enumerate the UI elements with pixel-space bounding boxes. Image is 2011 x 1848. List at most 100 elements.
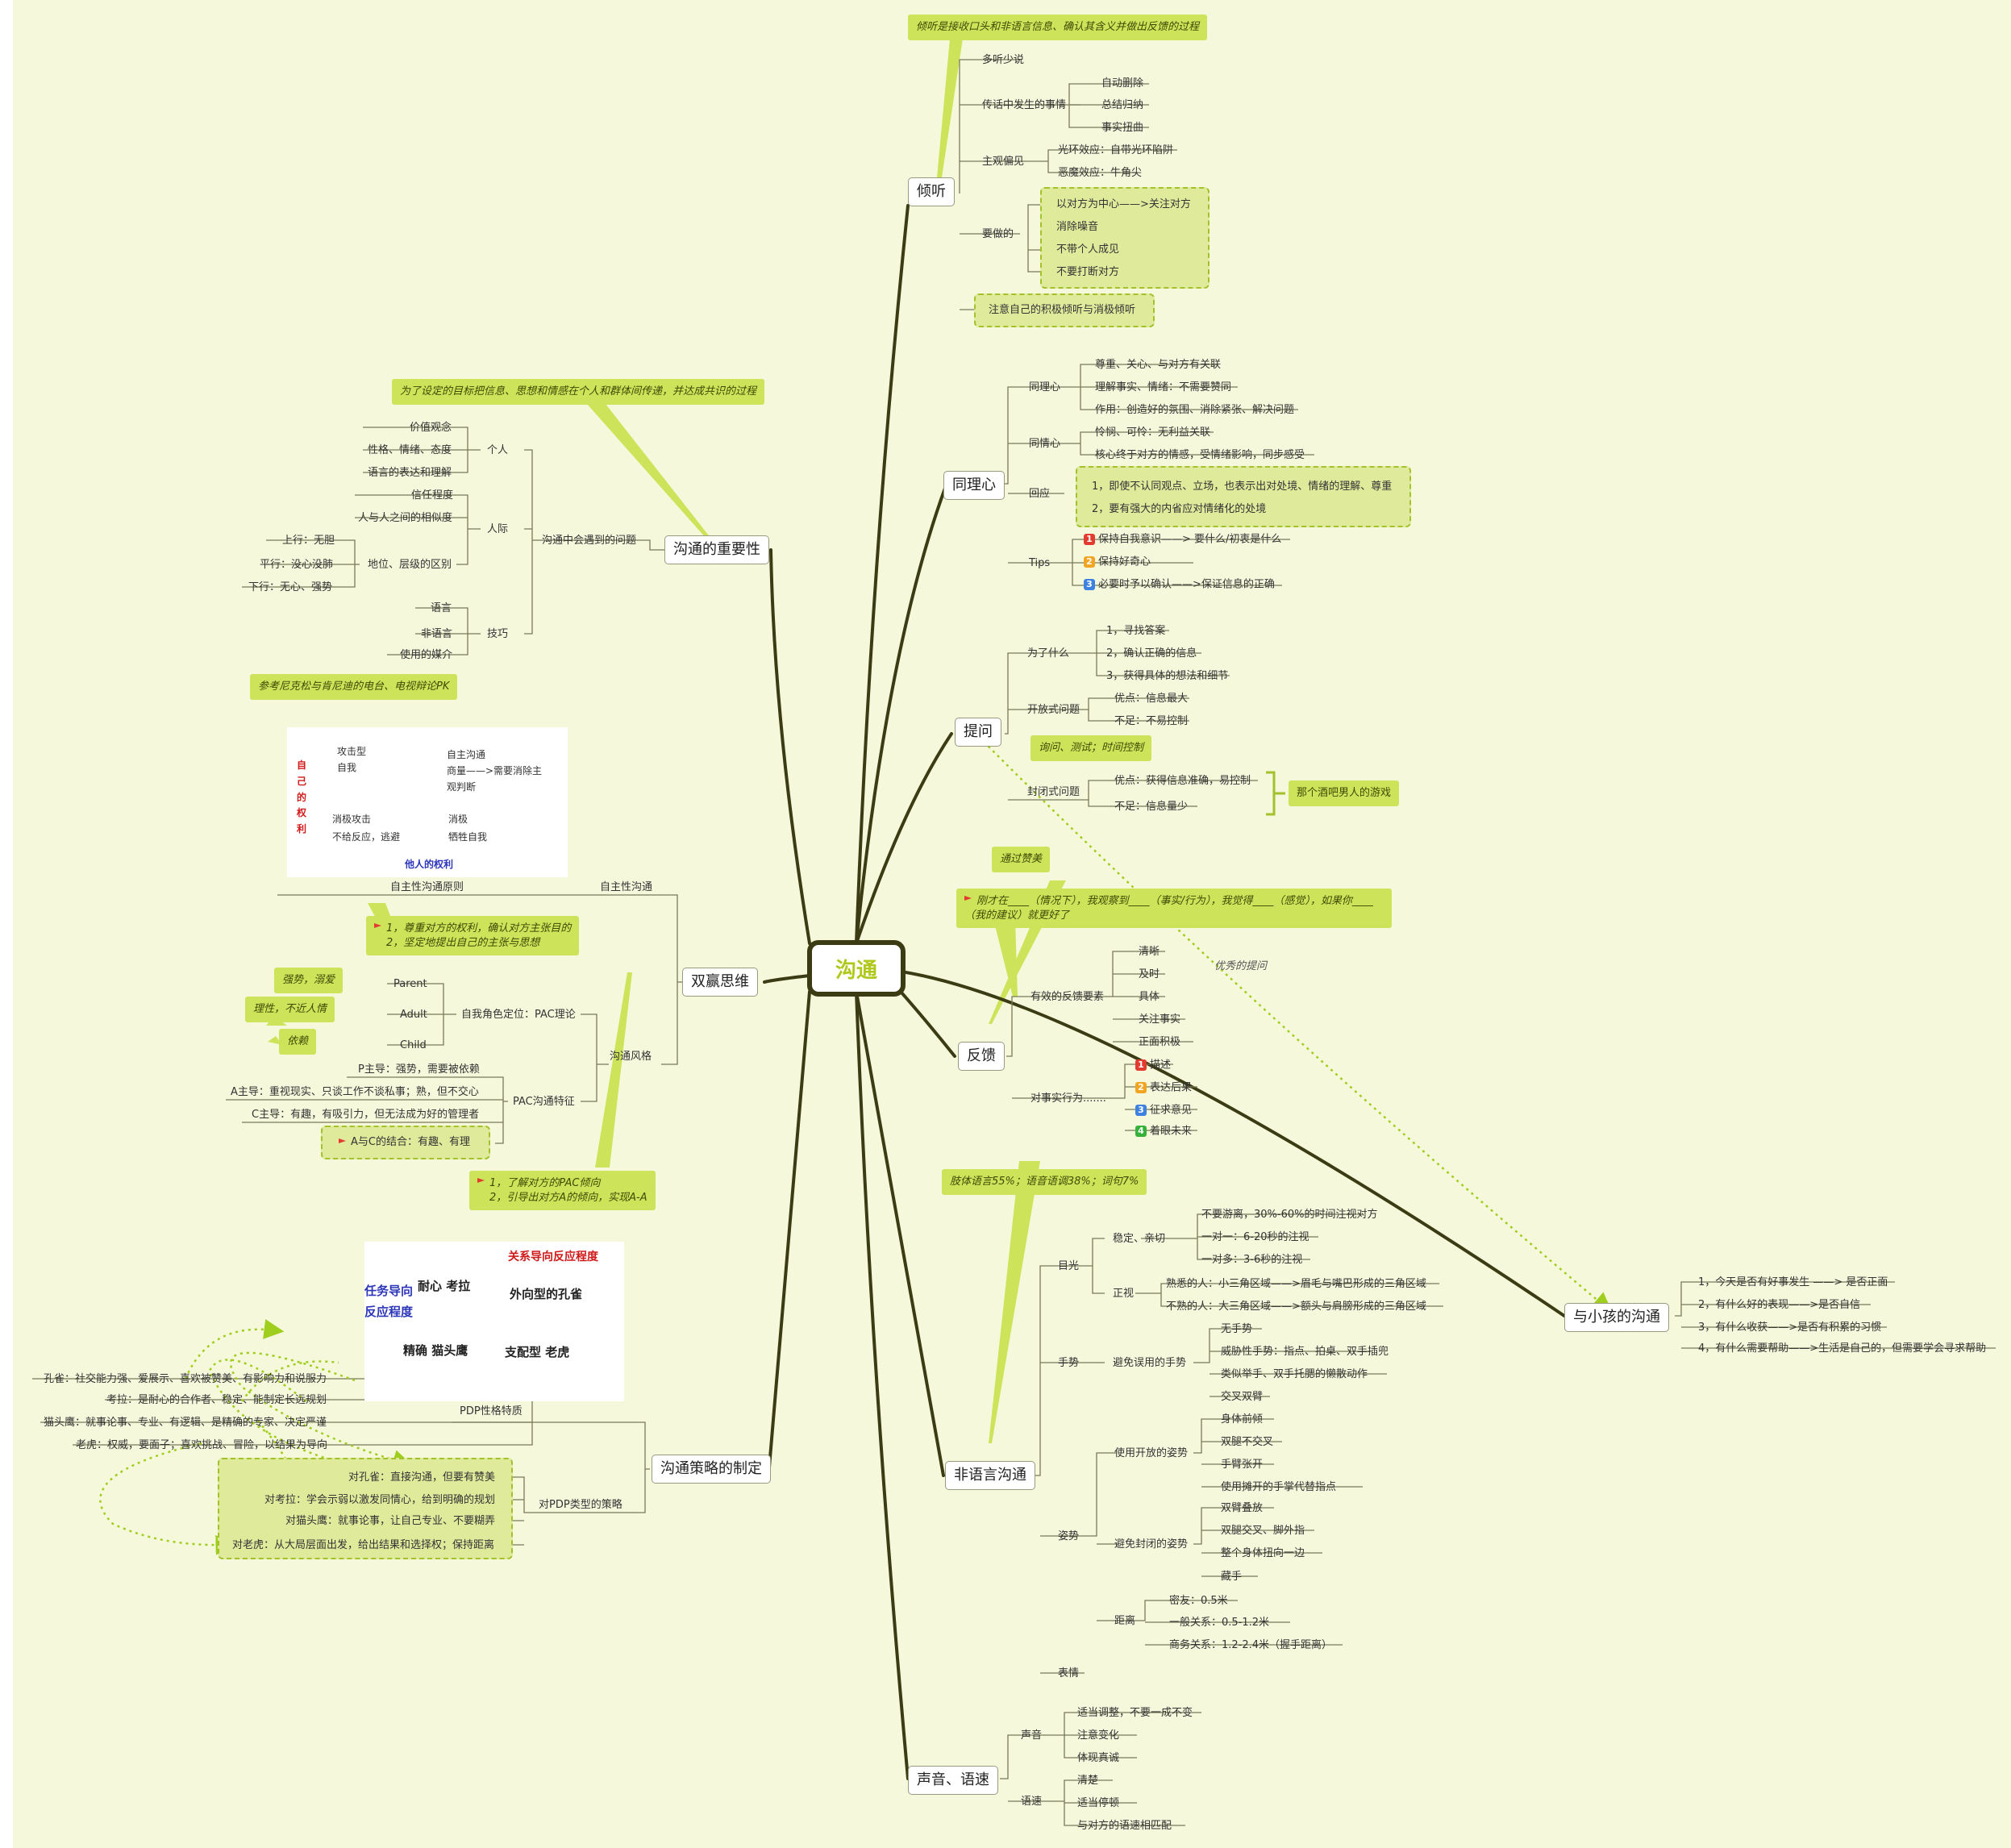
nonverbal-open-item[interactable]: 使用摊开的手掌代替指点 (1221, 1481, 1337, 1493)
kids-item[interactable]: 2，有什么好的表现——>是否自信 (1698, 1299, 1861, 1311)
nonverbal-distance-item[interactable]: 密友：0.5米 (1169, 1595, 1228, 1607)
center-topic[interactable]: 沟通 (807, 940, 906, 997)
listen-note[interactable]: 注意自己的积极倾听与消极倾听 (989, 304, 1136, 316)
listen-event-item[interactable]: 总结归纳 (1101, 99, 1144, 111)
winwin-pac-feature-item[interactable]: A主导：重视现实、只谈工作不谈私事；熟，但不交心 (231, 1086, 479, 1098)
nonverbal-closed-item[interactable]: 藏手 (1221, 1571, 1243, 1583)
listen-event-item[interactable]: 事实扭曲 (1101, 122, 1144, 134)
voice-speed-item[interactable]: 与对方的语速相匹配 (1077, 1820, 1172, 1832)
importance-personal-item[interactable]: 性格、情绪、态度 (368, 444, 452, 456)
nonverbal-gaze-item[interactable]: 熟悉的人：小三角区域——>眉毛与嘴巴形成的三角区域 (1166, 1278, 1426, 1290)
empathy-respond-item[interactable]: 1，即使不认同观点、立场，也表示出对处境、情绪的理解、尊重 (1092, 481, 1393, 493)
winwin-pac-feature-item[interactable]: C主导：有趣，有吸引力，但无法成为好的管理者 (252, 1109, 480, 1121)
nonverbal-stable[interactable]: 稳定、亲切 (1113, 1233, 1166, 1245)
nonverbal-open-item[interactable]: 身体前倾 (1221, 1413, 1264, 1426)
topic-winwin[interactable]: 双赢思维 (682, 968, 758, 997)
winwin-pac-role-item[interactable]: Child (400, 1039, 427, 1051)
topic-empathy[interactable]: 同理心 (943, 471, 1005, 500)
listen-more-listen[interactable]: 多听少说 (982, 54, 1025, 66)
listen-event-item[interactable]: 自动删除 (1101, 77, 1144, 89)
strategy-pdp-item[interactable]: 孔雀：社交能力强、爱展示、喜欢被赞美、有影响力和说服力 (44, 1373, 327, 1385)
listen-todo-item[interactable]: 不要打断对方 (1056, 266, 1120, 278)
empathy-tongli-item[interactable]: 理解事实、情绪：不需要赞同 (1095, 381, 1232, 393)
winwin-pac-feature[interactable]: PAC沟通特征 (513, 1096, 575, 1108)
voice-speed-item[interactable]: 清楚 (1077, 1775, 1099, 1787)
kids-item[interactable]: 4，有什么需要帮助——>生活是自己的，但需要学会寻求帮助 (1698, 1342, 1987, 1355)
importance-rank[interactable]: 地位、层级的区别 (368, 559, 452, 571)
importance-personal[interactable]: 个人 (487, 444, 509, 456)
strategy-pdp-item[interactable]: 考拉：是耐心的合作者、稳定、能制定长远规划 (106, 1394, 327, 1406)
importance-interpersonal-item[interactable]: 信任程度 (411, 489, 454, 502)
feedback-effective-item[interactable]: 正面积极 (1139, 1036, 1181, 1048)
importance-skill-item[interactable]: 非语言 (421, 628, 453, 640)
voice-speed-item[interactable]: 适当停顿 (1077, 1797, 1120, 1809)
ask-open-item[interactable]: 优点：信息最大 (1114, 693, 1189, 705)
winwin-style[interactable]: 沟通风格 (610, 1051, 652, 1063)
empathy-respond-item[interactable]: 2，要有强大的内省应对情绪化的处境 (1092, 503, 1267, 515)
topic-voice[interactable]: 声音、语速 (908, 1766, 998, 1795)
strategy-pdp-strategy[interactable]: 对PDP类型的策略 (539, 1499, 622, 1511)
empathy-tongli-item[interactable]: 作用：创造好的氛围、消除紧张、解决问题 (1095, 404, 1295, 416)
importance-skill-item[interactable]: 使用的媒介 (400, 649, 453, 661)
nonverbal-avoid-item[interactable]: 威胁性手势：指点、拍桌、双手插兜 (1221, 1346, 1389, 1358)
strategy-pdp-item[interactable]: 猫头鹰：就事论事、专业、有逻辑、是精确的专家、决定严谨 (44, 1417, 327, 1429)
strategy-item[interactable]: 对孔雀：直接沟通，但要有赞美 (348, 1471, 496, 1484)
importance-skill[interactable]: 技巧 (487, 628, 509, 640)
voice-sound-item[interactable]: 适当调整，不要一成不变 (1077, 1707, 1193, 1719)
nonverbal-stable-item[interactable]: 一对多：3-6秒的注视 (1201, 1254, 1303, 1266)
nonverbal-gaze-item[interactable]: 不熟的人：大三角区域——>额头与肩膀形成的三角区域 (1166, 1301, 1426, 1313)
winwin-pac-ac[interactable]: A与C的结合：有趣、有理 (339, 1137, 470, 1147)
empathy-respond[interactable]: 回应 (1029, 488, 1051, 500)
nonverbal-avoid-item[interactable]: 交叉双臂 (1221, 1391, 1264, 1403)
topic-importance[interactable]: 沟通的重要性 (664, 535, 769, 564)
importance-skill-item[interactable]: 语言 (431, 602, 452, 614)
feedback-effective-item[interactable]: 清晰 (1139, 946, 1160, 958)
nonverbal-avoid-item[interactable]: 类似举手、双手托腮的懒散动作 (1221, 1368, 1368, 1380)
ask-closed[interactable]: 封闭式问题 (1027, 786, 1080, 798)
winwin-pac-role[interactable]: 自我角色定位：PAC理论 (461, 1009, 576, 1021)
empathy-tongqing-item[interactable]: 核心终于对方的情感，受情绪影响，同步感受 (1095, 449, 1305, 461)
nonverbal-gaze[interactable]: 正视 (1113, 1288, 1135, 1300)
importance-rank-item[interactable]: 下行：无心、强势 (248, 581, 333, 593)
ask-why-item[interactable]: 1，寻找答案 (1106, 625, 1166, 637)
ask-closed-item[interactable]: 优点：获得信息准确，易控制 (1114, 775, 1251, 787)
winwin-principle[interactable]: 自主性沟通原则 (390, 881, 464, 893)
listen-events[interactable]: 传话中发生的事情 (982, 99, 1067, 111)
importance-personal-item[interactable]: 语言的表达和理解 (368, 467, 452, 479)
listen-bias-item[interactable]: 恶魔效应：牛角尖 (1058, 167, 1143, 179)
topic-ask[interactable]: 提问 (955, 718, 1001, 747)
strategy-item[interactable]: 对猫头鹰：就事论事，让自己专业、不要糊弄 (285, 1515, 496, 1527)
nonverbal-distance-item[interactable]: 商务关系：1.2-2.4米（握手距离） (1169, 1639, 1333, 1651)
empathy-tongli[interactable]: 同理心 (1029, 381, 1061, 393)
nonverbal-stable-item[interactable]: 不要游离，30%-60%的时间注视对方 (1201, 1209, 1378, 1221)
nonverbal-open-item[interactable]: 双腿不交叉 (1221, 1436, 1274, 1448)
nonverbal-avoid-gesture[interactable]: 避免误用的手势 (1113, 1357, 1187, 1369)
feedback-effective[interactable]: 有效的反馈要素 (1030, 991, 1105, 1003)
kids-item[interactable]: 1，今天是否有好事发生 ——> 是否正面 (1698, 1276, 1888, 1288)
nonverbal-gesture[interactable]: 手势 (1058, 1357, 1080, 1369)
nonverbal-posture[interactable]: 姿势 (1058, 1530, 1080, 1542)
listen-todo-item[interactable]: 以对方为中心——>关注对方 (1056, 198, 1191, 210)
importance-rank-item[interactable]: 上行：无胆 (282, 535, 335, 547)
voice-speed[interactable]: 语速 (1021, 1796, 1043, 1808)
listen-todo-item[interactable]: 消除噪音 (1056, 221, 1099, 233)
strategy-pdp-item[interactable]: 老虎：权威，要面子；喜欢挑战、冒险，以结果为导向 (76, 1439, 328, 1451)
ask-why-item[interactable]: 2，确认正确的信息 (1106, 647, 1197, 660)
ask-open[interactable]: 开放式问题 (1027, 704, 1080, 716)
topic-kids[interactable]: 与小孩的沟通 (1564, 1303, 1669, 1332)
nonverbal-avoid-item[interactable]: 无手势 (1221, 1323, 1253, 1335)
voice-sound[interactable]: 声音 (1021, 1729, 1043, 1742)
kids-item[interactable]: 3，有什么收获——>是否有积累的习惯 (1698, 1321, 1882, 1334)
winwin-pac-feature-item[interactable]: P主导：强势，需要被依赖 (358, 1063, 480, 1076)
strategy-item[interactable]: 对老虎：从大局层面出发，给出结果和选择权；保持距离 (232, 1539, 495, 1551)
winwin-auto[interactable]: 自主性沟通 (600, 881, 653, 893)
nonverbal-closed-posture[interactable]: 避免封闭的姿势 (1114, 1538, 1189, 1550)
listen-bias-item[interactable]: 光环效应：自带光环陷阱 (1058, 144, 1174, 156)
